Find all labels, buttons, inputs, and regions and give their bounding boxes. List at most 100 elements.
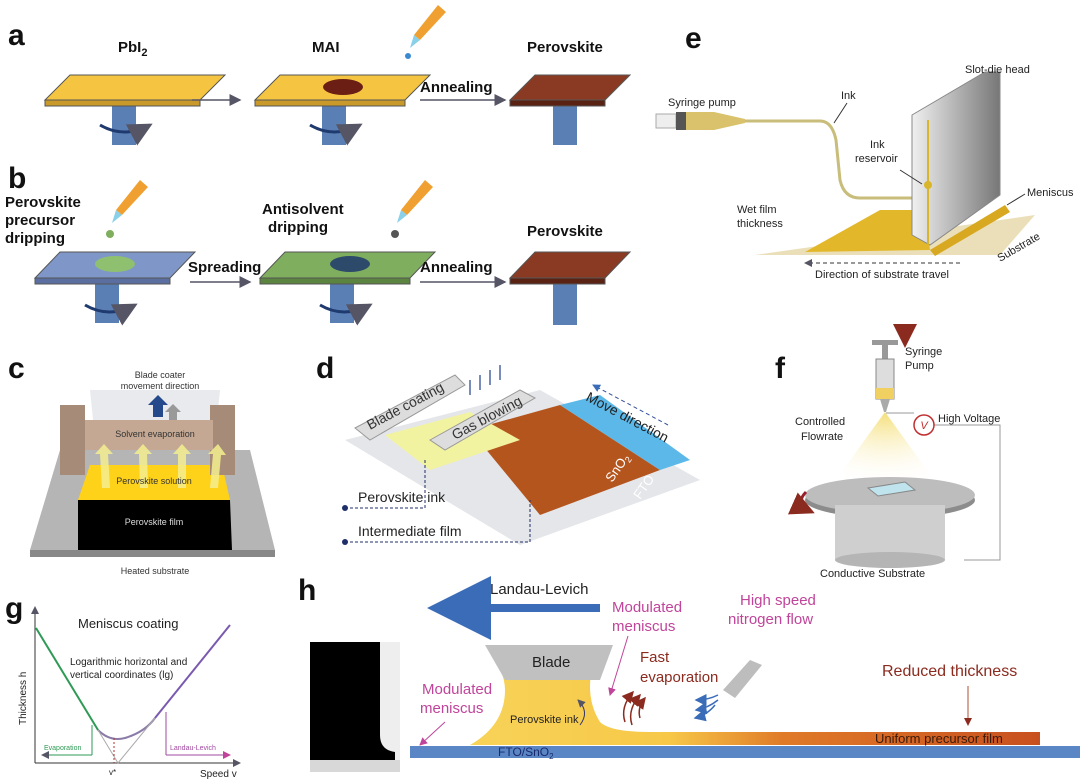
move-direction-arrow: [592, 384, 669, 426]
v-star-label: v*: [109, 768, 116, 777]
chart-title: Meniscus coating: [78, 616, 178, 631]
gas-blowing-head: [429, 389, 537, 451]
axis-note: Logarithmic horizontal and: [70, 657, 187, 668]
pipette-icon: [106, 180, 148, 238]
nitrogen-nozzle: [723, 660, 762, 698]
pipette-icon: [391, 180, 433, 238]
mai-label: MAI: [312, 39, 340, 56]
pipette-icon: [405, 5, 446, 59]
evaporation-curve: [35, 627, 99, 731]
syringe-pump-label: Syringe pump: [668, 97, 736, 109]
modulated-meniscus-top-label: Modulated: [612, 599, 682, 616]
solvent-evaporation-label: Solvent evaporation: [115, 429, 195, 439]
landau-levich-curve: [154, 624, 231, 719]
panel-label-a: a: [8, 19, 25, 52]
meniscus-bead: [930, 205, 1010, 256]
evaporation-regime-label: Evaporation: [44, 745, 81, 752]
perovskite-film: [78, 500, 232, 550]
perovskite-solution: [78, 465, 230, 500]
perovskite-plate-a: [508, 74, 632, 145]
conductive-substrate-label: Conductive Substrate: [820, 568, 925, 580]
blade: [485, 645, 613, 680]
perovskite-plate-b: [508, 251, 632, 325]
wet-film: [805, 210, 930, 252]
spreading-label: Spreading: [188, 259, 261, 276]
arrow-up-icon: [148, 395, 168, 417]
antisolvent-label: dripping: [268, 219, 328, 236]
perovskite-ink-label: Perovskite ink: [510, 714, 579, 726]
panel-e: e Slot-die head Syringe pump Ink Ink res…: [655, 22, 1074, 281]
evaporation-arrows: [95, 444, 226, 488]
spin-stage-mai: [253, 74, 432, 146]
syringe-label: Syringe: [905, 346, 942, 358]
sno2-layer: [560, 395, 690, 470]
spin-stage-antisolvent: [258, 251, 437, 326]
perovskite-solution-label: Perovskite solution: [116, 476, 192, 486]
flowrate-label: Controlled: [795, 416, 845, 428]
perovskite-label-b: Perovskite: [527, 223, 603, 240]
syringe-pump-icon: [655, 112, 745, 130]
heated-substrate-label: Heated substrate: [121, 566, 190, 576]
wet-film-label: thickness: [737, 218, 783, 230]
ink-tube: [745, 119, 912, 200]
panel-label-d: d: [316, 352, 334, 385]
panel-h: h Modulated meniscus FTO/SnO2 Blade Pero…: [298, 574, 1080, 772]
nitrogen-flow-label: High speed: [740, 592, 816, 609]
uniform-film-label: Uniform precursor film: [875, 731, 1003, 746]
travel-direction-label: Direction of substrate travel: [815, 269, 949, 281]
voltage-symbol: V: [920, 420, 929, 432]
voltmeter-icon: [913, 414, 935, 436]
ink-reservoir-label: Ink: [870, 139, 885, 151]
spray-cone: [830, 412, 940, 488]
fast-evaporation-label: Fast: [640, 649, 670, 666]
reduced-thickness-label: Reduced thickness: [882, 663, 1017, 680]
fast-evaporation-label: evaporation: [640, 669, 718, 686]
annealing-label-a: Annealing: [420, 79, 493, 96]
annealing-label-b: Annealing: [420, 259, 493, 276]
panel-b: b Perovskite precursor dripping Spreadin…: [5, 162, 632, 326]
intermediate-film-label: Intermediate film: [358, 523, 461, 539]
fto-sno2-substrate: [410, 746, 1080, 758]
ink-reservoir-label: reservoir: [855, 153, 898, 165]
panel-f: f Syringe Pump Controlled Flowrate V Hig…: [775, 324, 1001, 580]
panel-g: g Meniscus coating Logarithmic horizonta…: [5, 592, 241, 780]
perovskite-ink-label: Perovskite ink: [358, 489, 446, 505]
flowrate-label: Flowrate: [801, 431, 843, 443]
circuit-wire: [886, 412, 1001, 561]
perovskite-film-label: Perovskite film: [125, 517, 184, 527]
meniscus-photo: [310, 642, 400, 772]
modulated-meniscus-label: meniscus: [420, 700, 483, 717]
nitrogen-flow-label: nitrogen flow: [728, 611, 813, 628]
perovskite-label-a: Perovskite: [527, 39, 603, 56]
leader-line: [345, 460, 426, 509]
blade-coating-head: [354, 374, 466, 441]
landau-levich-label: Landau-Levich: [490, 581, 588, 598]
modulated-meniscus-top-label: meniscus: [612, 618, 675, 635]
movement-label: movement direction: [121, 381, 200, 391]
leader-line: [345, 500, 531, 543]
wet-film-label: Wet film: [737, 204, 777, 216]
y-axis-label: Thickness h: [18, 672, 29, 725]
panel-label-h: h: [298, 574, 316, 607]
slot-die-head-label: Slot-die head: [965, 64, 1030, 76]
intermediate-film: [470, 405, 660, 515]
slot-die-head: [911, 71, 1001, 246]
precursor-label: precursor: [5, 212, 75, 229]
spin-stage-precursor: [33, 251, 197, 326]
precursor-label: Perovskite: [5, 194, 81, 211]
panel-label-g: g: [5, 592, 23, 625]
panel-c: c Blade coater movement direction Solven…: [8, 352, 275, 576]
rotation-arrow-icon: [787, 490, 815, 515]
panel-label-b: b: [8, 162, 26, 195]
movement-label: Blade coater: [135, 370, 186, 380]
landau-levich-regime-label: Landau-Levich: [170, 745, 216, 752]
modulated-meniscus-label: Modulated: [422, 681, 492, 698]
pbi2-label: PbI2: [118, 39, 147, 59]
panel-label-e: e: [685, 22, 702, 55]
gas-jets: [469, 365, 501, 395]
panel-d: d Blade coating Gas blowing Move directi…: [316, 352, 700, 545]
arrow-up-icon: [165, 404, 181, 420]
fto-sno2-label: FTO/SnO2: [498, 745, 554, 761]
axis-note: vertical coordinates (lg): [70, 670, 173, 681]
